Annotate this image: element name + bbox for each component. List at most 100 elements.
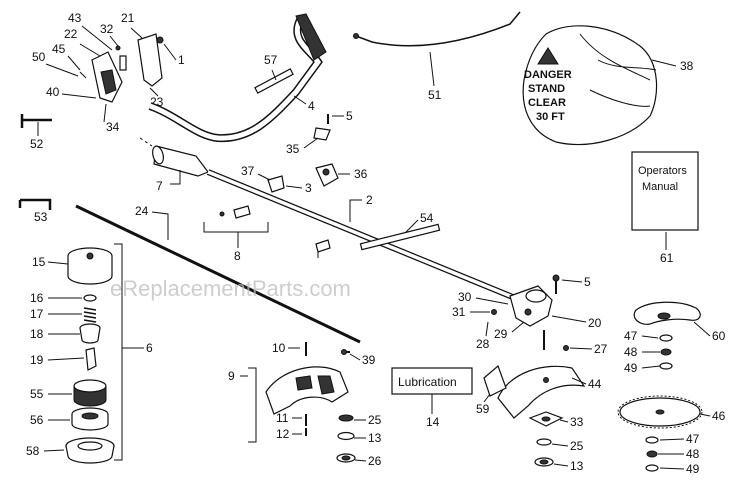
- callout-50: 50: [32, 50, 46, 64]
- pin-32: [115, 45, 121, 51]
- guard-44: [497, 365, 586, 419]
- callout-27: 27: [594, 342, 608, 356]
- washer-16: [83, 294, 97, 302]
- callout-48a: 48: [624, 345, 638, 359]
- callout-26: 26: [368, 454, 382, 468]
- clear-text: CLEAR: [528, 97, 566, 109]
- shield-59: [483, 364, 507, 397]
- callout-61: 61: [660, 251, 674, 265]
- callout-5a: 5: [346, 109, 353, 123]
- manual-line-1: Operators: [638, 165, 687, 177]
- callout-9: 9: [228, 369, 235, 383]
- callout-47a: 47: [624, 329, 638, 343]
- callout-18: 18: [30, 327, 44, 341]
- bracket-37: [267, 175, 285, 193]
- callout-16: 16: [30, 291, 44, 305]
- callout-2: 2: [366, 193, 373, 207]
- callout-7: 7: [156, 179, 163, 193]
- callout-31: 31: [452, 305, 466, 319]
- guard-group-9: [248, 367, 257, 443]
- handle-half-right: [137, 33, 163, 87]
- washer-47a: [659, 334, 673, 342]
- wire-51: [355, 11, 521, 47]
- base-58: [65, 437, 115, 464]
- callout-49b: 49: [686, 462, 700, 476]
- warning-triangle-icon: [537, 47, 559, 65]
- distance-text: 30 FT: [536, 111, 565, 123]
- plate-33: [528, 411, 564, 427]
- clamp-35: [313, 127, 331, 141]
- lubrication-box: [391, 367, 473, 395]
- danger-decal-38: DANGER STAND CLEAR 30 FT: [522, 25, 658, 146]
- handle-assembly: [79, 33, 164, 103]
- washer-48b: [646, 450, 658, 458]
- callout-20: 20: [588, 316, 602, 330]
- callout-40: 40: [46, 85, 60, 99]
- throttle-grip-texture: [100, 69, 117, 95]
- washer-25a: [338, 414, 354, 422]
- callout-12: 12: [276, 427, 290, 441]
- nut-26: [336, 453, 356, 463]
- callout-48b: 48: [686, 447, 700, 461]
- handlebar-grip: [295, 13, 327, 61]
- callout-24: 24: [135, 204, 149, 218]
- callout-29: 29: [494, 327, 508, 341]
- callout-17: 17: [30, 307, 44, 321]
- callout-49a: 49: [624, 361, 638, 375]
- bracket-8-part: [233, 205, 251, 219]
- callout-15: 15: [32, 255, 46, 269]
- danger-text: DANGER: [524, 69, 572, 81]
- callout-55: 55: [30, 387, 44, 401]
- callout-33: 33: [570, 415, 584, 429]
- callout-35: 35: [286, 142, 300, 156]
- bracket-8-group: [203, 222, 269, 233]
- callout-52: 52: [30, 137, 44, 151]
- callout-59: 59: [476, 402, 490, 416]
- callout-25b: 25: [570, 439, 584, 453]
- callout-58: 58: [26, 444, 40, 458]
- spool-55: [73, 379, 107, 407]
- nut-13b: [534, 457, 554, 467]
- callout-28: 28: [476, 337, 490, 351]
- callout-36: 36: [354, 167, 368, 181]
- callout-5b: 5: [584, 275, 591, 289]
- clip-part: [315, 239, 331, 253]
- cup-18: [79, 323, 101, 344]
- callout-57: 57: [264, 53, 278, 67]
- callout-4: 4: [308, 99, 315, 113]
- callout-54: 54: [420, 211, 434, 225]
- manual-line-2: Manual: [642, 181, 678, 193]
- callout-51: 51: [428, 88, 442, 102]
- hex-wrench-52: [20, 114, 52, 128]
- callout-30: 30: [458, 290, 472, 304]
- callout-45: 45: [52, 42, 66, 56]
- callout-37: 37: [241, 164, 255, 178]
- washer-47b: [645, 436, 659, 444]
- callout-47b: 47: [686, 432, 700, 446]
- callout-39: 39: [362, 353, 376, 367]
- washer-13a: [337, 431, 355, 441]
- bolt-19: [85, 347, 97, 371]
- screw-1: [156, 36, 164, 44]
- callout-53: 53: [34, 210, 48, 224]
- trimmer-head-group-6: [114, 243, 123, 461]
- callout-38: 38: [680, 59, 694, 73]
- callout-44: 44: [588, 377, 602, 391]
- washer-48a: [660, 348, 672, 356]
- handlebar-inner: [149, 18, 322, 141]
- gear-head-20: [509, 285, 553, 327]
- spring-17: [83, 307, 97, 323]
- callout-11: 11: [276, 411, 289, 425]
- callout-34: 34: [106, 120, 120, 134]
- callout-43: 43: [68, 11, 82, 25]
- spring-45: [79, 71, 87, 79]
- callout-1: 1: [178, 53, 185, 67]
- callout-22: 22: [64, 27, 78, 41]
- guard-9-shield: [265, 366, 349, 415]
- saw-blade-46: [617, 395, 703, 429]
- callout-19: 19: [30, 353, 44, 367]
- foam-grip-7: [153, 145, 209, 177]
- callout-60: 60: [712, 329, 726, 343]
- callout-6: 6: [146, 341, 153, 355]
